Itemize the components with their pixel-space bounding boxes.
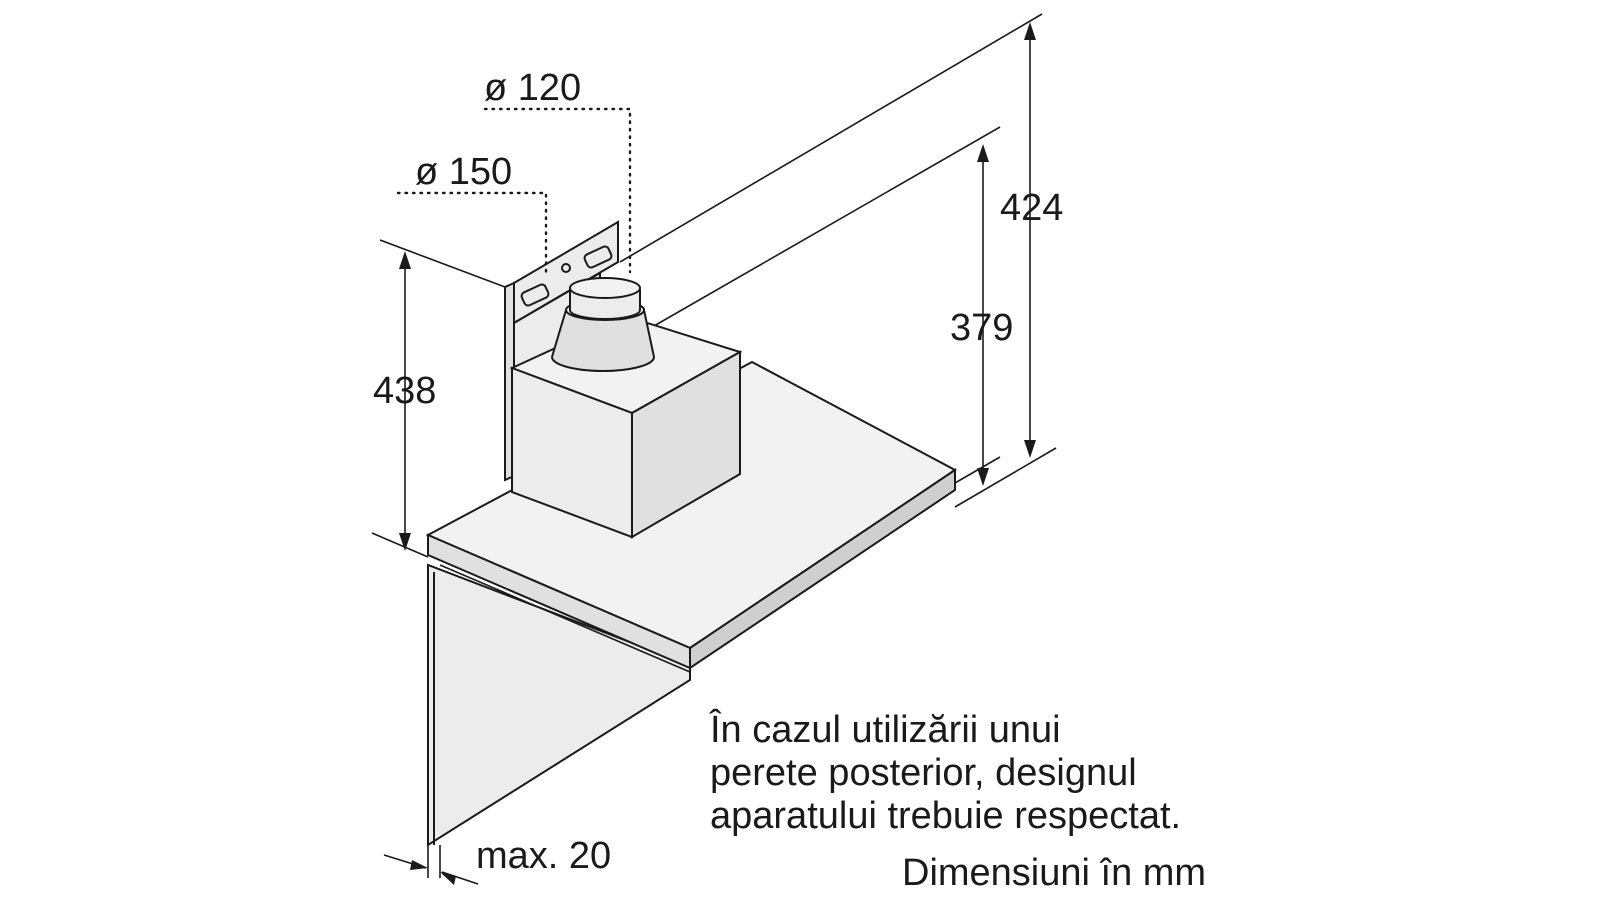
arrowhead-424-bottom: [1024, 440, 1036, 458]
note-line-3: aparatului trebuie respectat.: [710, 795, 1181, 837]
label-max-gap: max. 20: [476, 835, 611, 877]
note-line-2: perete posterior, designul: [710, 752, 1137, 794]
bracket-slot-right: [583, 245, 613, 269]
extension-line-left-bottom: [371, 532, 429, 558]
rear-wall-face: [427, 563, 691, 847]
bracket-slot-left: [520, 283, 550, 307]
label-height-total: 424: [1000, 187, 1063, 229]
duct-collar: [550, 277, 656, 372]
note-line-1: În cazul utilizării unui: [709, 708, 1061, 751]
canopy-side-edge: [689, 468, 956, 670]
arrowhead-438-bottom: [399, 533, 411, 551]
bracket-screw-hole: [561, 263, 571, 273]
extension-line-top-front: [646, 126, 1001, 331]
leader-duct-outer: [483, 107, 632, 274]
duct-collar-top: [569, 277, 641, 299]
extension-lines: [371, 13, 1057, 558]
leader-duct-inner: [396, 191, 548, 274]
arrowhead-438-top: [399, 251, 411, 269]
motor-housing-side: [631, 350, 741, 539]
extension-line-left-top: [379, 239, 506, 288]
label-duct-inner-diameter: ø 150: [415, 151, 512, 193]
extension-line-bottom-379: [954, 456, 1001, 484]
dimension-arrows: [383, 22, 1036, 885]
arrowhead-max-gap-left: [410, 860, 428, 870]
arrowhead-424-top: [1024, 22, 1036, 40]
label-height-inner: 379: [950, 307, 1013, 349]
extension-line-bottom-424: [954, 447, 1057, 508]
duct-diameter-leaders: [396, 107, 632, 274]
extension-line-top-back: [619, 13, 1043, 263]
duct-collar-lower: [550, 309, 656, 372]
label-height-left: 438: [373, 370, 436, 412]
label-duct-outer-diameter: ø 120: [484, 67, 581, 109]
arrowhead-379-top: [977, 144, 989, 162]
arrowhead-max-gap-right: [440, 872, 456, 885]
arrowhead-379-bottom: [977, 468, 989, 486]
units-caption: Dimensiuni în mm: [902, 852, 1206, 894]
hood-canopy: [425, 360, 957, 673]
rear-wall-panel: [427, 563, 691, 847]
canopy-underside-line: [439, 564, 691, 673]
